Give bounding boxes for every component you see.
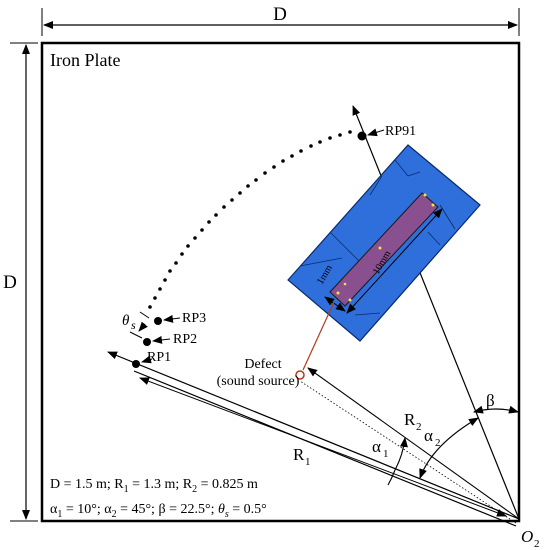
defect-marker (295, 370, 305, 380)
rp3-label: RP3 (182, 311, 206, 326)
defect-sublabel: (sound source) (217, 374, 300, 389)
alpha2-subscript: 2 (435, 437, 441, 449)
rp2-point (143, 338, 151, 346)
param-line-1: D = 1.5 m; R1 = 1.3 m; R2 = 0.825 m (50, 477, 258, 495)
left-dimension-label: D (3, 272, 17, 293)
defect-label: Defect (244, 357, 281, 372)
r2-symbol: R (404, 410, 416, 429)
reference-point-arc (148, 130, 352, 309)
r2-subscript: 2 (416, 421, 422, 433)
alpha1-subscript: 1 (383, 448, 389, 460)
origin-subscript: 2 (534, 538, 540, 550)
iron-plate-border (40, 41, 521, 523)
r1-symbol: R (293, 445, 305, 464)
r2-ray (299, 367, 520, 524)
param-line-2: α1 = 10°; α2 = 45°; β = 22.5°; θs = 0.5° (50, 502, 267, 520)
rp3-point (154, 317, 162, 325)
theta-s-subscript: s (131, 318, 136, 332)
theta-s-marker: θ s (122, 311, 150, 339)
parameters: D = 1.5 m; R1 = 1.3 m; R2 = 0.825 m α1 =… (50, 477, 267, 520)
origin-symbol: O (521, 527, 533, 546)
theta-s-symbol: θ (122, 313, 130, 329)
plate-label: Iron Plate (50, 50, 120, 70)
top-dimension-label: D (273, 4, 287, 25)
angle-arcs (387, 405, 519, 486)
defect-pointer-line (302, 301, 335, 371)
left-dimension: D (3, 42, 38, 522)
r1-ray (107, 351, 520, 527)
rp1-label: RP1 (147, 350, 171, 365)
top-dimension: D (41, 4, 520, 36)
r1-subscript: 1 (305, 456, 311, 468)
rp91-label: RP91 (385, 124, 416, 139)
alpha2-symbol: α (424, 426, 433, 445)
beta-symbol: β (486, 391, 495, 410)
rp2-label: RP2 (173, 332, 197, 347)
alpha1-symbol: α (372, 437, 381, 456)
crack-panel: 1mm 10mm (287, 144, 481, 342)
